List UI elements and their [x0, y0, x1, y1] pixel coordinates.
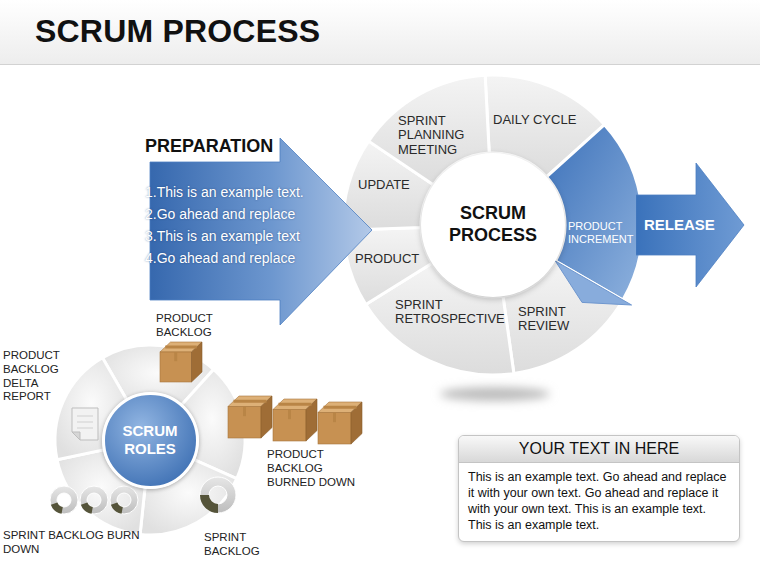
node-content: SPRINT RETROSPECTIVE: [395, 298, 507, 327]
list-item: 4.Go ahead and replace: [145, 247, 304, 269]
report-icon: [72, 408, 98, 440]
icon-label: SPRINT BACKLOG: [204, 531, 276, 559]
burndown-chart: [50, 486, 78, 514]
list-item: 1.This is an example text.: [145, 181, 304, 203]
node-content: SCRUM PROCESS: [441, 203, 545, 246]
center-circle: SCRUM PROCESS: [421, 153, 565, 297]
ring-segment-label: SPRINT RETROSPECTIVE: [395, 298, 507, 327]
roles-ring: [55, 345, 245, 535]
list-item: 3.This is an example text: [145, 225, 304, 247]
text-panel: YOUR TEXT IN HEREThis is an example text…: [458, 435, 740, 542]
icon-label: PRODUCT BACKLOG BURNED DOWN: [267, 448, 363, 489]
ring-segment-label: PRODUCT INCREMENT: [568, 220, 634, 245]
header-band: [0, 0, 760, 64]
roles-circle: SCRUM ROLES: [102, 392, 199, 489]
list-item: 2.Go ahead and replace: [145, 203, 304, 225]
process-ring: [343, 75, 643, 375]
panel-heading: YOUR TEXT IN HERE: [459, 436, 739, 463]
arrow-outline: [636, 163, 744, 287]
icon-label: PRODUCT BACKLOG: [156, 312, 228, 340]
node-content: PREPARATION 1.This is an example text.2.G…: [145, 136, 304, 269]
node-label: SPRINT PLANNING MEETING: [398, 114, 470, 157]
ring-segment-label: UPDATE: [358, 178, 414, 192]
backlog-box: [273, 399, 317, 441]
backlog-box: [318, 402, 362, 444]
page-title: SCRUM PROCESS: [35, 13, 320, 50]
header-rule: [0, 64, 760, 65]
burndown-chart: [80, 486, 108, 514]
node-label: RELEASE: [644, 216, 715, 233]
panel-body: This is an example text. Go ahead and re…: [459, 463, 739, 541]
node-content: PRODUCT INCREMENT: [568, 220, 634, 245]
node-content: DAILY CYCLE: [493, 113, 585, 127]
node-content: PRODUCT: [355, 252, 421, 266]
node-content: SPRINT PLANNING MEETING: [398, 114, 470, 157]
node-content: SPRINT REVIEW: [518, 305, 574, 334]
ring-segment-label: DAILY CYCLE: [493, 113, 585, 127]
node-label: PRODUCT: [355, 252, 421, 266]
node-label: SCRUM ROLES: [113, 422, 187, 458]
node-label: UPDATE: [358, 178, 414, 192]
ring-segment-label: PRODUCT: [355, 252, 421, 266]
burndown-chart: [110, 486, 138, 514]
node-label: SPRINT RETROSPECTIVE: [395, 298, 507, 327]
icon-label: PRODUCT BACKLOG DELTA REPORT: [3, 349, 69, 404]
preparation-arrow: PREPARATION 1.This is an example text.2.G…: [145, 135, 377, 330]
node-content: YOUR TEXT IN HEREThis is an example text…: [459, 436, 739, 541]
node-label: PRODUCT INCREMENT: [568, 220, 634, 245]
icon-label: SPRINT BACKLOG BURN DOWN: [3, 529, 153, 557]
ring-segment-label: SPRINT PLANNING MEETING: [398, 114, 470, 157]
backlog-box: [160, 342, 202, 382]
node-label: DAILY CYCLE: [493, 113, 585, 127]
node-label: SPRINT REVIEW: [518, 305, 574, 334]
burndown-chart: [200, 477, 236, 513]
node-content: SCRUM ROLES: [113, 422, 187, 458]
node-content: UPDATE: [358, 178, 414, 192]
release-arrow: RELEASE: [636, 163, 748, 287]
node-content: RELEASE: [644, 216, 715, 233]
node-label: SCRUM PROCESS: [441, 203, 545, 246]
ring-shadow: [440, 387, 550, 401]
increment-arrowhead: [555, 261, 631, 305]
backlog-box: [228, 396, 272, 438]
arrow-heading: PREPARATION: [145, 136, 304, 157]
ring-segment-label: SPRINT REVIEW: [518, 305, 574, 334]
